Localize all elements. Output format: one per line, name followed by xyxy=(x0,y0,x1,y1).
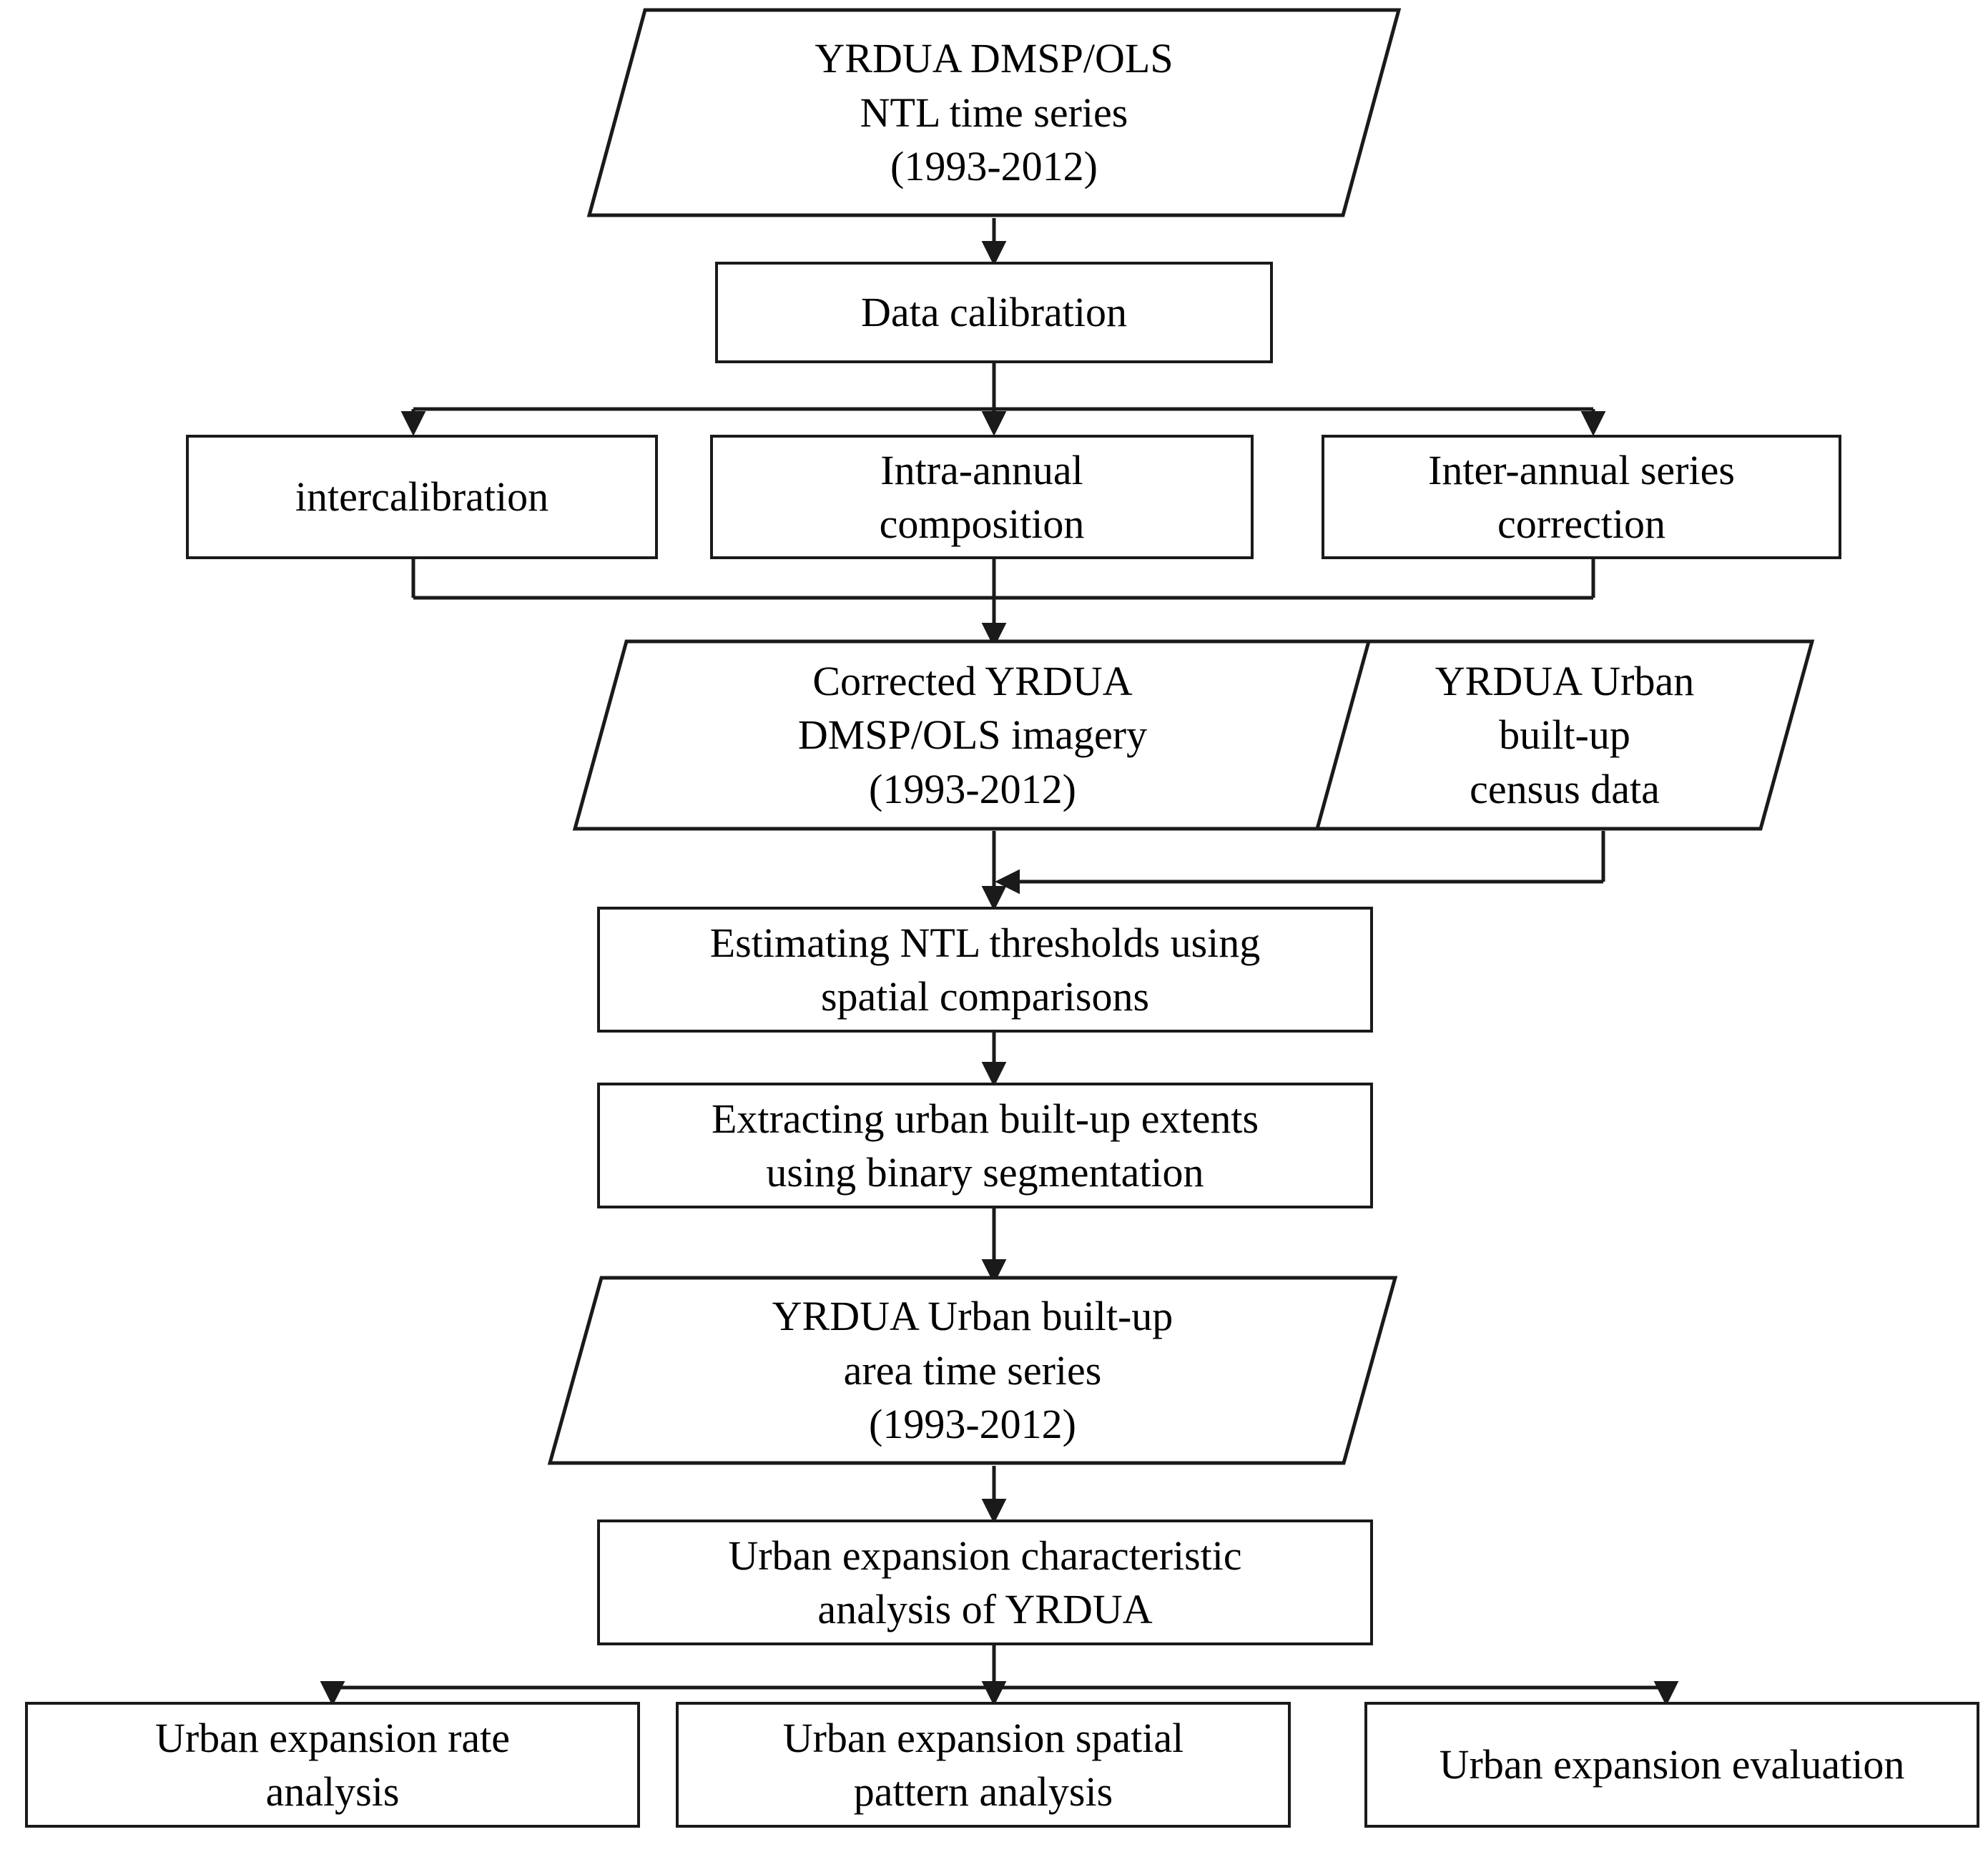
parallelogram-shape xyxy=(547,1276,1398,1465)
node-label: Intra-annual composition xyxy=(879,446,1085,547)
node-census-data[interactable]: YRDUA Urban built-up census data xyxy=(1314,639,1815,832)
node-extracting-extents[interactable]: Extracting urban built-up extents using … xyxy=(597,1083,1373,1208)
node-intercalibration[interactable]: intercalibration xyxy=(186,435,658,559)
node-label: Urban expansion rate analysis xyxy=(154,1714,511,1815)
node-estimating-thresholds[interactable]: Estimating NTL thresholds using spatial … xyxy=(597,907,1373,1033)
node-label: YRDUA Urban built-up census data xyxy=(1435,657,1695,812)
parallelogram-shape xyxy=(1314,639,1815,831)
node-corrected-imagery[interactable]: Corrected YRDUA DMSP/OLS imagery (1993-2… xyxy=(572,639,1373,832)
node-label: Data calibration xyxy=(861,289,1127,336)
node-expansion-spatial-pattern-analysis[interactable]: Urban expansion spatial pattern analysis xyxy=(676,1702,1291,1828)
node-data-calibration[interactable]: Data calibration xyxy=(715,262,1273,363)
node-label: YRDUA Urban built-up area time series (1… xyxy=(772,1293,1173,1448)
node-label: Extracting urban built-up extents using … xyxy=(711,1095,1259,1196)
node-label: Corrected YRDUA DMSP/OLS imagery (1993-2… xyxy=(797,657,1148,812)
node-label: YRDUA DMSP/OLS NTL time series (1993-201… xyxy=(815,35,1173,190)
node-label: intercalibration xyxy=(295,473,549,521)
node-label: Urban expansion evaluation xyxy=(1439,1741,1905,1788)
node-ntl-time-series[interactable]: YRDUA DMSP/OLS NTL time series (1993-201… xyxy=(586,7,1402,218)
node-expansion-rate-analysis[interactable]: Urban expansion rate analysis xyxy=(25,1702,640,1828)
node-builtup-area-series[interactable]: YRDUA Urban built-up area time series (1… xyxy=(547,1275,1398,1466)
node-inter-annual-series-correction[interactable]: Inter-annual series correction xyxy=(1322,435,1841,559)
node-label: Urban expansion characteristic analysis … xyxy=(728,1532,1242,1632)
node-expansion-evaluation[interactable]: Urban expansion evaluation xyxy=(1364,1702,1979,1828)
parallelogram-shape xyxy=(586,8,1402,217)
node-label: Estimating NTL thresholds using spatial … xyxy=(709,919,1261,1020)
node-label: Urban expansion spatial pattern analysis xyxy=(782,1714,1184,1815)
node-expansion-characteristic-analysis[interactable]: Urban expansion characteristic analysis … xyxy=(597,1519,1373,1645)
node-label: Inter-annual series correction xyxy=(1428,446,1735,547)
node-intra-annual-composition[interactable]: Intra-annual composition xyxy=(710,435,1254,559)
